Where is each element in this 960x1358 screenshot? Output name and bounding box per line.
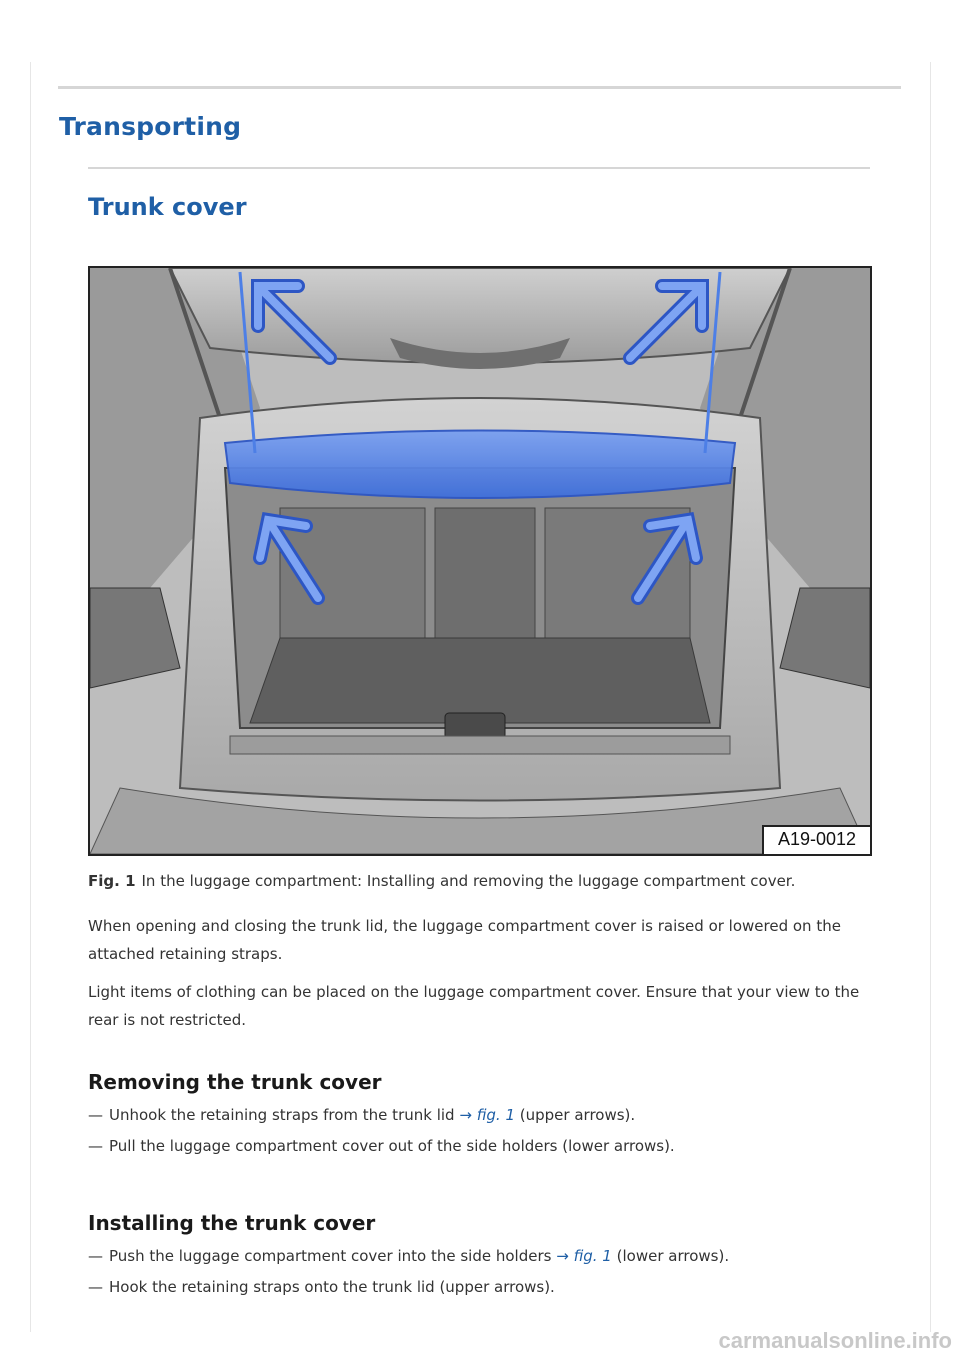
step-text: Pull the luggage compartment cover out o… xyxy=(109,1137,675,1155)
paragraph-2: Light items of clothing can be placed on… xyxy=(88,983,860,1029)
page-border-right xyxy=(930,62,931,1332)
installing-step-2: — Hook the retaining straps onto the trun… xyxy=(88,1278,555,1296)
top-rule xyxy=(58,86,901,89)
figure-number: 1 xyxy=(125,872,136,890)
installing-step-1: — Push the luggage compartment cover into… xyxy=(88,1247,729,1265)
step-dash: — xyxy=(88,1137,103,1155)
step-text-after: (lower arrows). xyxy=(616,1247,730,1265)
step-dash: — xyxy=(88,1247,103,1265)
figure-reference-link[interactable]: fig. 1 xyxy=(573,1247,612,1265)
removing-heading: Removing the trunk cover xyxy=(88,1070,382,1094)
reference-arrow-icon: → xyxy=(556,1247,569,1265)
step-dash: — xyxy=(88,1106,103,1124)
step-text-after: (upper arrows). xyxy=(519,1106,636,1124)
step-dash: — xyxy=(88,1278,103,1296)
subsection-title: Trunk cover xyxy=(88,193,247,221)
step-text: Push the luggage compartment cover into … xyxy=(109,1247,552,1265)
trunk-illustration: A19-0012 xyxy=(88,266,872,856)
subsection-rule xyxy=(88,167,870,169)
figure-reference-link[interactable]: fig. 1 xyxy=(476,1106,515,1124)
removing-step-2: — Pull the luggage compartment cover out … xyxy=(88,1137,675,1155)
reference-arrow-icon: → xyxy=(459,1106,472,1124)
step-text: Hook the retaining straps onto the trunk… xyxy=(109,1278,555,1296)
step-text: Unhook the retaining straps from the tru… xyxy=(109,1106,455,1124)
figure-caption-text: In the luggage compartment: Installing a… xyxy=(141,872,796,890)
figure-caption: Fig. 1 In the luggage compartment: Instal… xyxy=(88,872,795,890)
page-border-left xyxy=(30,62,31,1332)
figure-label: Fig. 1 xyxy=(88,872,136,890)
trunk-drawing xyxy=(90,268,870,854)
paragraph-1: When opening and closing the trunk lid, … xyxy=(88,917,841,963)
section-title: Transporting xyxy=(59,112,242,141)
figure-label-text: Fig. xyxy=(88,872,120,890)
removing-step-1: — Unhook the retaining straps from the tr… xyxy=(88,1106,635,1124)
installing-heading: Installing the trunk cover xyxy=(88,1211,376,1235)
figure-code: A19-0012 xyxy=(762,825,870,854)
watermark: carmanualsonline.info xyxy=(718,1328,953,1353)
